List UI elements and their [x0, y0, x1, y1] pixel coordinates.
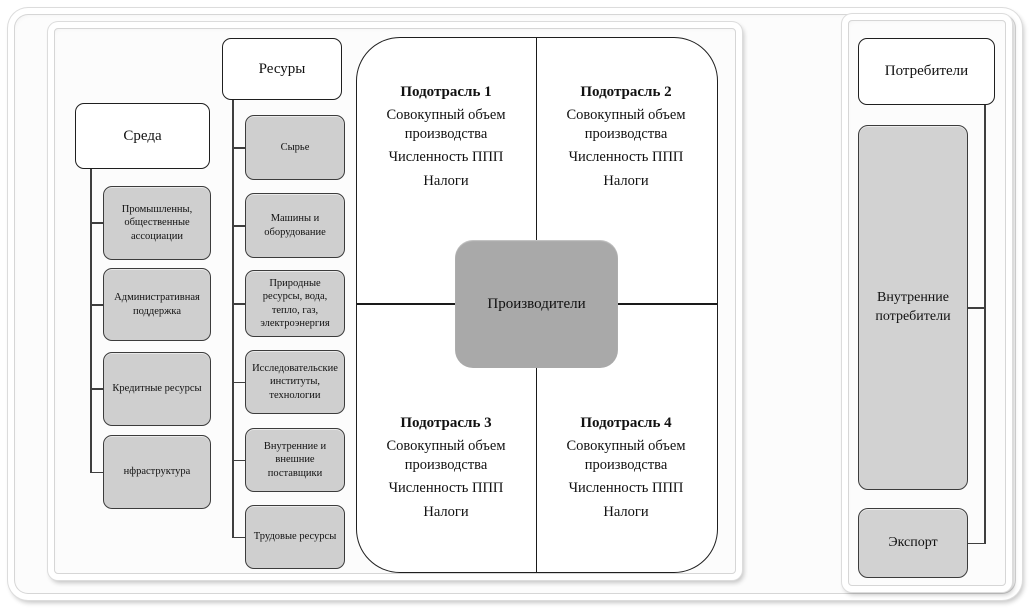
resource-child-label: Природные ресурсы, вода, тепло, газ, эле…: [260, 278, 330, 329]
resources-connector-stub-3: [232, 303, 245, 305]
internal-consumers-box[interactable]: Внутренние потребители: [858, 125, 968, 490]
resources-connector-stub-2: [232, 225, 245, 227]
export-box[interactable]: Экспорт: [858, 508, 968, 578]
subindustry-4-volume: Совокупный объем производства: [566, 438, 686, 473]
subindustry-1-headcount: Численность ППП: [388, 149, 504, 166]
subindustry-2-volume: Совокупный объем производства: [566, 107, 686, 142]
resources-connector-stub-4: [232, 381, 245, 383]
environment-child-label: Промышленны, общественные ассоциации: [121, 204, 193, 242]
environment-connector-stub-4: [90, 471, 103, 473]
subindustry-3-headcount: Численность ППП: [388, 480, 504, 497]
subindustry-3-title: Подотрасль 3: [400, 415, 492, 431]
resources-connector-trunk: [232, 100, 234, 538]
resources-connector-stub-5: [232, 459, 245, 461]
environment-connector-stub-3: [90, 388, 103, 390]
subindustry-1-block: Подотрасль 1 Совокупный объем производст…: [364, 84, 528, 195]
resource-child-machines[interactable]: Машины и оборудование: [245, 193, 345, 258]
environment-box[interactable]: Среда: [75, 103, 210, 169]
resource-child-label: Внутренние и внешние поставщики: [263, 441, 327, 479]
environment-connector-trunk: [90, 169, 92, 473]
subindustry-2-block: Подотрасль 2 Совокупный объем производст…: [544, 84, 708, 195]
subindustry-4-taxes: Налоги: [603, 503, 649, 520]
resource-child-label: Сырье: [280, 141, 310, 153]
environment-connector-stub-2: [90, 304, 103, 306]
consumers-connector-trunk: [984, 105, 986, 544]
resource-child-labor[interactable]: Трудовые ресурсы: [245, 505, 345, 569]
environment-child-label: Административная поддержка: [114, 292, 200, 317]
subindustry-4-block: Подотрасль 4 Совокупный объем производст…: [544, 415, 708, 526]
subindustry-3-taxes: Налоги: [423, 503, 469, 520]
export-label: Экспорт: [888, 534, 938, 550]
environment-child-admin-support[interactable]: Административная поддержка: [103, 268, 211, 341]
environment-label: Среда: [123, 127, 162, 144]
resource-child-label: Машины и оборудование: [264, 213, 326, 238]
subindustries-container[interactable]: [356, 37, 718, 573]
environment-connector-stub-1: [90, 222, 103, 224]
environment-child-label: нфраструктура: [123, 466, 191, 478]
producers-box[interactable]: Производители: [455, 240, 618, 368]
subindustry-3-volume: Совокупный объем производства: [386, 438, 506, 473]
consumers-connector-stub-2: [968, 542, 985, 544]
subindustry-2-title: Подотрасль 2: [580, 84, 672, 100]
consumers-label: Потребители: [884, 63, 969, 79]
environment-child-label: Кредитные ресурсы: [112, 383, 202, 395]
subindustry-2-taxes: Налоги: [603, 172, 649, 189]
subindustry-1-title: Подотрасль 1: [400, 84, 492, 100]
consumers-connector-stub-1: [968, 307, 985, 309]
resources-box[interactable]: Ресуры: [222, 38, 342, 100]
subindustry-3-block: Подотрасль 3 Совокупный объем производст…: [364, 415, 528, 526]
resources-connector-stub-6: [232, 536, 245, 538]
subindustry-1-volume: Совокупный объем производства: [386, 107, 506, 142]
resource-child-research[interactable]: Исследовательские институты, технологии: [245, 350, 345, 414]
resource-child-natural-resources[interactable]: Природные ресурсы, вода, тепло, газ, эле…: [245, 270, 345, 337]
subindustry-4-title: Подотрасль 4: [580, 415, 672, 431]
producers-label: Производители: [487, 295, 586, 312]
resource-child-label: Трудовые ресурсы: [253, 531, 337, 543]
environment-child-infrastructure[interactable]: нфраструктура: [103, 435, 211, 509]
resources-label: Ресуры: [258, 60, 306, 77]
subindustry-1-taxes: Налоги: [423, 172, 469, 189]
internal-consumers-label: Внутренние потребители: [875, 290, 951, 324]
environment-child-associations[interactable]: Промышленны, общественные ассоциации: [103, 186, 211, 260]
subindustry-4-headcount: Численность ППП: [568, 480, 684, 497]
consumers-box[interactable]: Потребители: [858, 38, 995, 105]
resource-child-raw-materials[interactable]: Сырье: [245, 115, 345, 180]
resources-connector-stub-1: [232, 147, 245, 149]
resource-child-suppliers[interactable]: Внутренние и внешние поставщики: [245, 428, 345, 492]
subindustry-2-headcount: Численность ППП: [568, 149, 684, 166]
environment-child-credit[interactable]: Кредитные ресурсы: [103, 352, 211, 426]
resource-child-label: Исследовательские институты, технологии: [252, 363, 338, 401]
